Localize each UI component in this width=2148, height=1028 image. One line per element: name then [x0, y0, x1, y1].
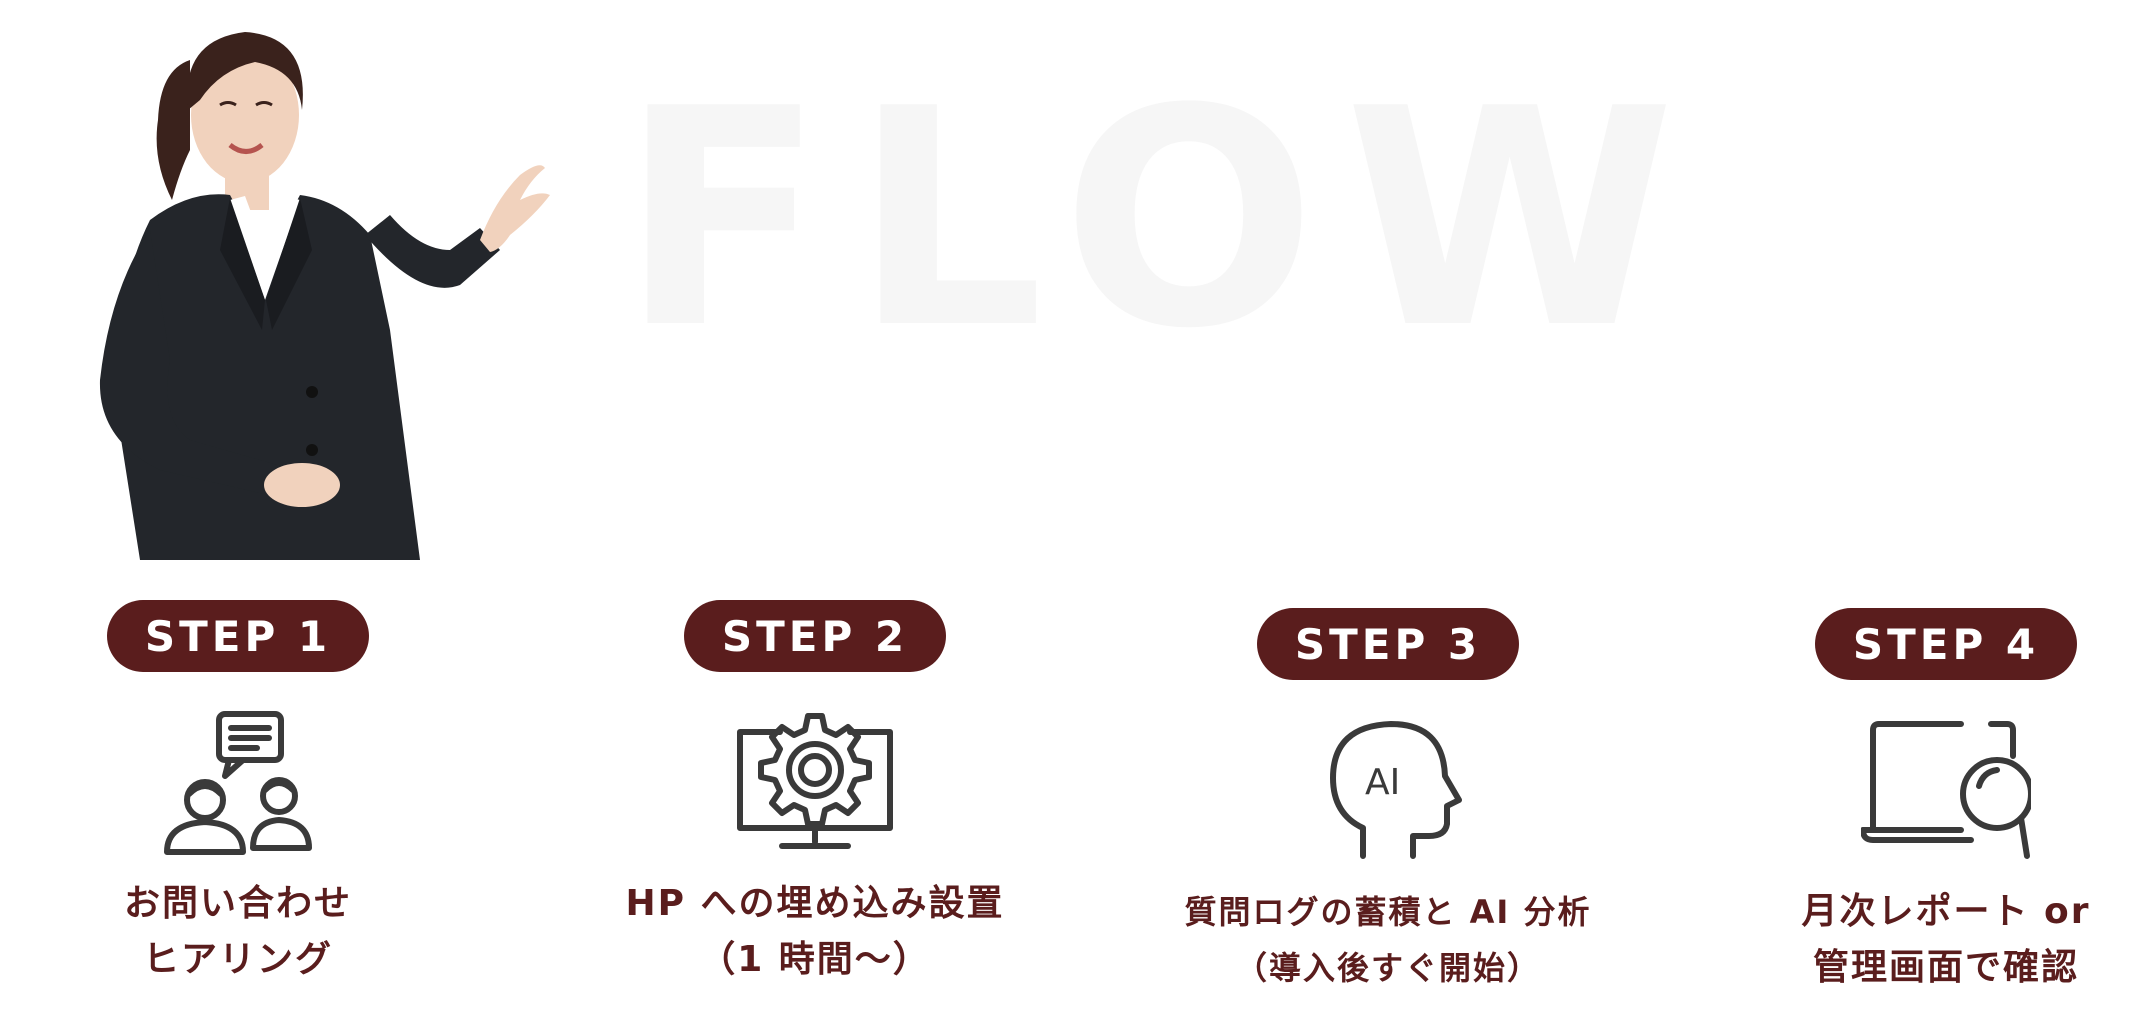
step-3: STEP 3 AI 質問ログの蓄積と AI 分析 （導入後すぐ開始）: [1158, 608, 1618, 1028]
step-1: STEP 1 お問い合わせ ヒアリング: [8, 600, 468, 1020]
step-2-description: HP への埋め込み設置 （1 時間〜）: [585, 876, 1045, 988]
step-3-description: 質問ログの蓄積と AI 分析 （導入後すぐ開始）: [1158, 884, 1618, 996]
step-2-badge: STEP 2: [684, 600, 946, 672]
step-4-line-2: 管理画面で確認: [1812, 947, 2079, 988]
step-3-badge: STEP 3: [1257, 608, 1519, 680]
step-2: STEP 2 HP への埋め込み設置 （1 時間〜）: [585, 600, 1045, 1020]
monitor-gear-icon: [737, 713, 893, 849]
step-4-badge: STEP 4: [1815, 608, 2077, 680]
step-3-line-2: （導入後すぐ開始）: [1234, 949, 1541, 987]
step-1-description: お問い合わせ ヒアリング: [8, 876, 468, 988]
step-1-line-1: お問い合わせ: [123, 883, 352, 924]
flow-background-title: FLOW: [620, 45, 1704, 394]
presenter-image: [99, 32, 550, 560]
step-1-line-2: ヒアリング: [142, 939, 333, 980]
step-4: STEP 4 月次レポート or 管理画面で確認: [1716, 608, 2148, 1028]
step-2-line-2: （1 時間〜）: [699, 939, 931, 980]
step-4-description: 月次レポート or 管理画面で確認: [1716, 884, 2148, 996]
laptop-search-icon: [1861, 721, 2031, 859]
consultation-people-icon: [164, 711, 312, 855]
step-4-line-1: 月次レポート or: [1801, 891, 2091, 932]
step-1-badge: STEP 1: [107, 600, 369, 672]
svg-text:AI: AI: [1365, 762, 1400, 803]
step-2-line-1: HP への埋め込み設置: [625, 883, 1005, 924]
ai-head-icon: AI: [1330, 721, 1462, 859]
step-3-line-1: 質問ログの蓄積と AI 分析: [1184, 893, 1592, 931]
